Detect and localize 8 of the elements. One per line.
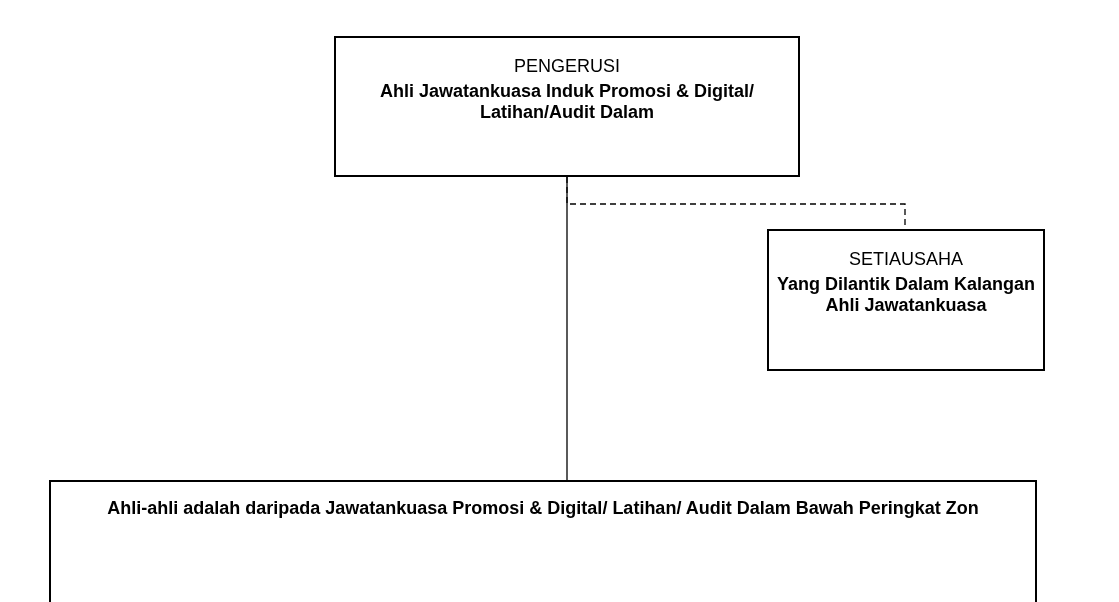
org-box	[767, 229, 1045, 371]
role-title: SETIAUSAHA	[848, 249, 964, 270]
role-description: Ahli Jawatankuasa Induk Promosi & Digital/ Latihan/Audit Dalam	[378, 81, 756, 123]
org-box	[334, 36, 800, 177]
role-description: Ahli-ahli adalah daripada Jawatankuasa Promosi & Digital/ Latihan/ Audit Dalam Bawah Peringkat Zon	[106, 498, 980, 519]
org-box	[49, 480, 1037, 602]
role-title: PENGERUSI	[513, 56, 621, 77]
role-description: Yang Dilantik Dalam Kalangan Ahli Jawatankuasa	[775, 274, 1037, 316]
